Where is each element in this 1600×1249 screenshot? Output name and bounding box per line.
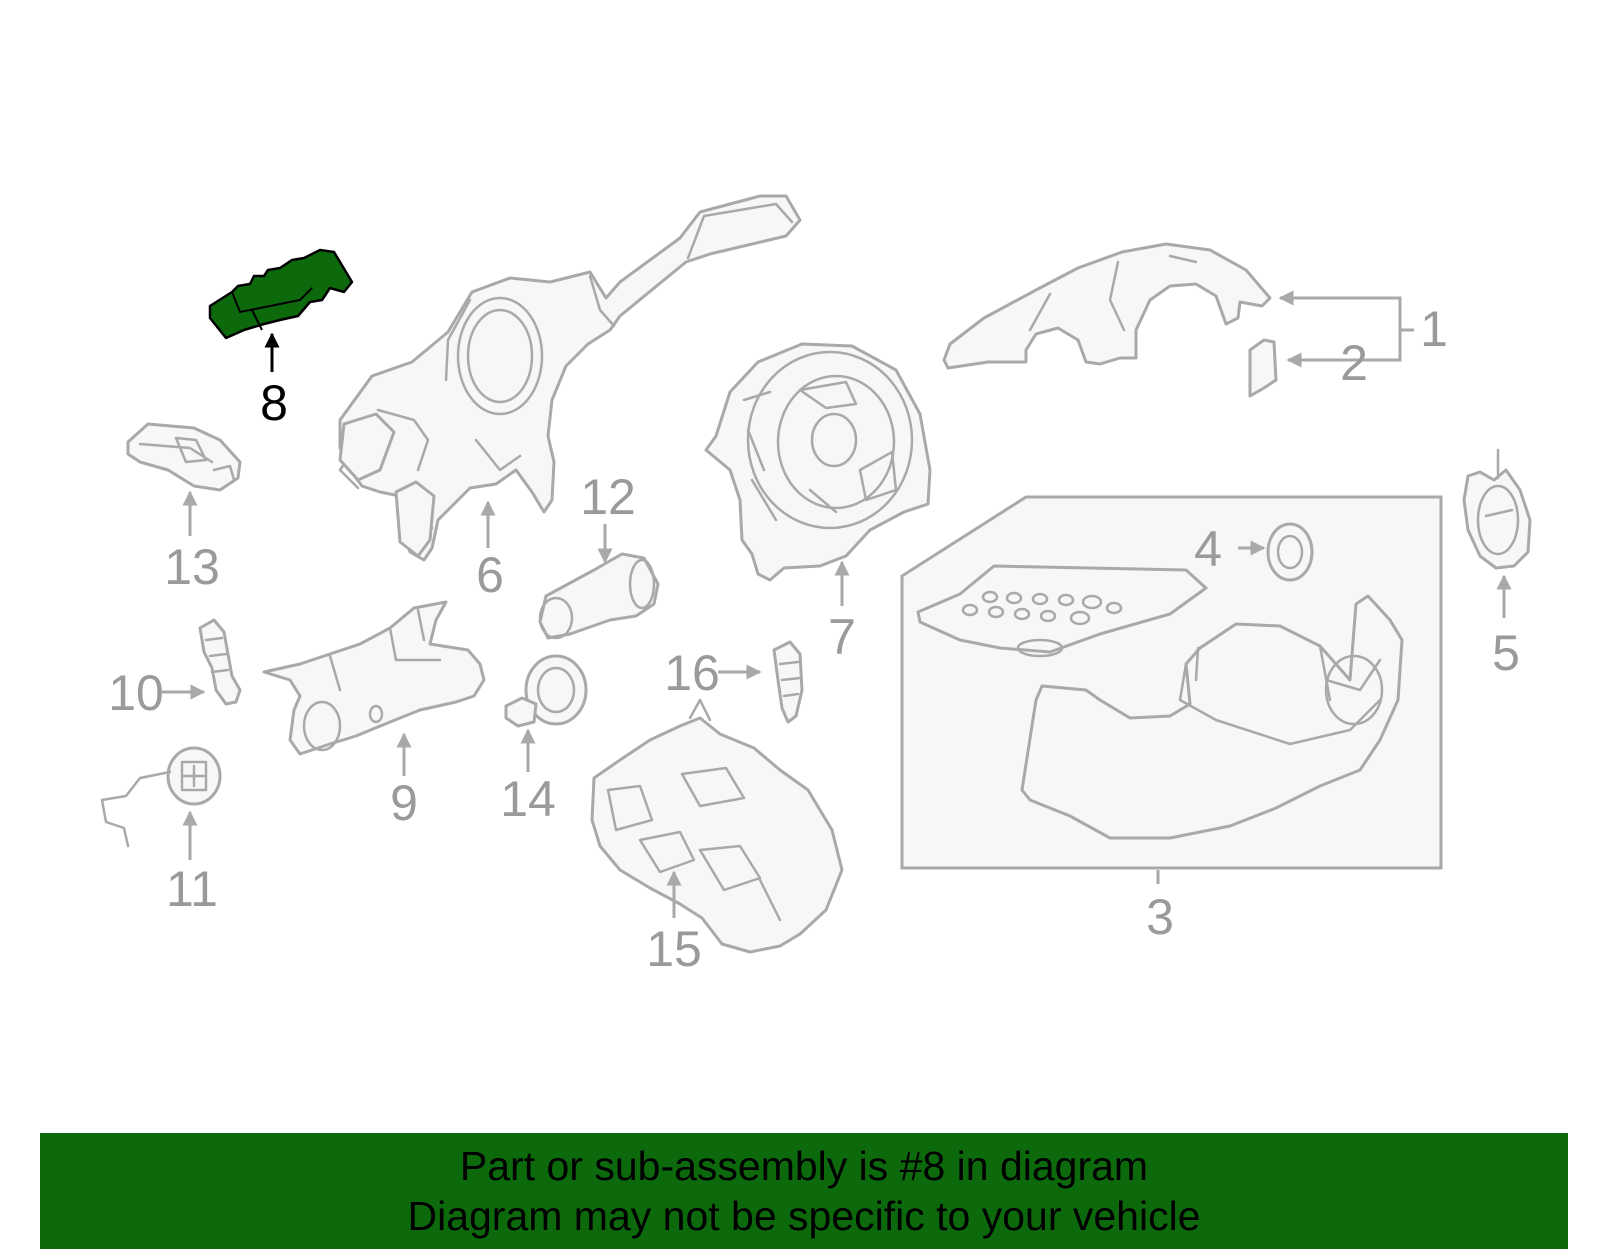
callout-5: 5: [1492, 625, 1520, 681]
part-1[interactable]: [942, 242, 1272, 370]
callout-16: 16: [664, 645, 720, 701]
part-11[interactable]: [100, 746, 222, 848]
callout-10: 10: [108, 665, 164, 721]
part-8-highlighted[interactable]: [208, 248, 354, 340]
callout-8: 8: [260, 375, 288, 431]
callout-12: 12: [580, 469, 636, 525]
part-5[interactable]: [1462, 448, 1532, 570]
callout-9: 9: [390, 775, 418, 831]
part-2[interactable]: [1248, 338, 1278, 398]
part-15[interactable]: [590, 698, 844, 954]
banner-line-1: Part or sub-assembly is #8 in diagram: [459, 1143, 1149, 1189]
part-16[interactable]: [772, 640, 804, 724]
callout-7: 7: [828, 609, 856, 665]
part-9[interactable]: [262, 600, 486, 756]
callout-6: 6: [476, 547, 504, 603]
part-6[interactable]: [338, 194, 802, 562]
part-10[interactable]: [198, 618, 242, 706]
callout-11: 11: [166, 861, 218, 917]
leader-lines: [162, 290, 1512, 918]
callout-2: 2: [1340, 335, 1368, 391]
part-7[interactable]: [704, 342, 932, 582]
callout-labels: 1 2 3 4 5 6 7 8 9 10 11 12 13 14 15 16: [108, 301, 1520, 977]
part-13[interactable]: [126, 422, 242, 492]
banner-line-2: Diagram may not be specific to your vehi…: [407, 1193, 1201, 1239]
part-3-assembly[interactable]: [900, 495, 1443, 870]
callout-1: 1: [1420, 301, 1448, 357]
part-14[interactable]: [504, 654, 588, 728]
callout-4: 4: [1194, 521, 1222, 577]
callout-15: 15: [646, 921, 702, 977]
info-banner: Part or sub-assembly is #8 in diagram Di…: [40, 1133, 1568, 1249]
callout-13: 13: [164, 539, 220, 595]
callout-3: 3: [1146, 889, 1174, 945]
part-12[interactable]: [538, 552, 660, 640]
callout-14: 14: [500, 771, 556, 827]
